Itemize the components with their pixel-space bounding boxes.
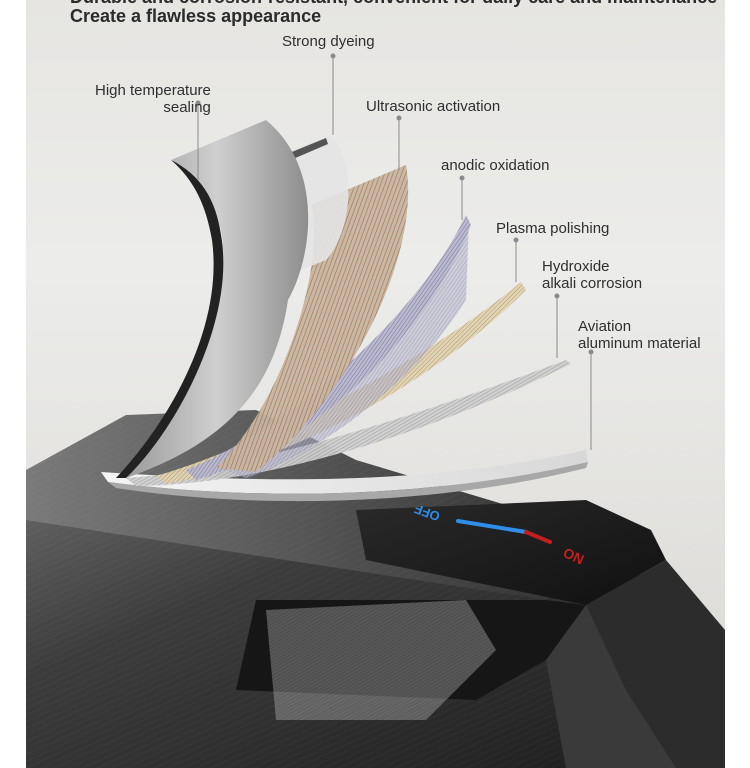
product-image-panel: ON OFF Durable and corrosion-resistant, …: [26, 0, 725, 768]
label-aviation-aluminum-material: Aviation aluminum material: [578, 318, 701, 352]
faucet-handle: [356, 500, 666, 605]
faucet-layer-illustration: ON OFF: [26, 53, 725, 768]
label-anodic-oxidation: anodic oxidation: [441, 157, 550, 174]
label-hydroxide-alkali-corrosion: Hydroxide alkali corrosion: [542, 258, 643, 292]
layer-ultrasonic-activation: [216, 165, 409, 472]
hot-indicator-line: [524, 530, 552, 544]
label-high-temperature-sealing: High temperature sealing: [95, 82, 211, 116]
layer-aviation-aluminum: [101, 450, 588, 494]
label-plasma-polishing: Plasma polishing: [496, 220, 610, 237]
headline-line-1: Durable and corrosion-resistant, conveni…: [70, 0, 717, 8]
label-strong-dyeing: Strong dyeing: [282, 33, 375, 50]
label-ultrasonic-activation: Ultrasonic activation: [366, 98, 501, 115]
layer-high-temperature-sealing: [126, 120, 309, 478]
cold-indicator-line: [456, 519, 528, 534]
headline-line-2: Create a flawless appearance: [70, 6, 322, 26]
